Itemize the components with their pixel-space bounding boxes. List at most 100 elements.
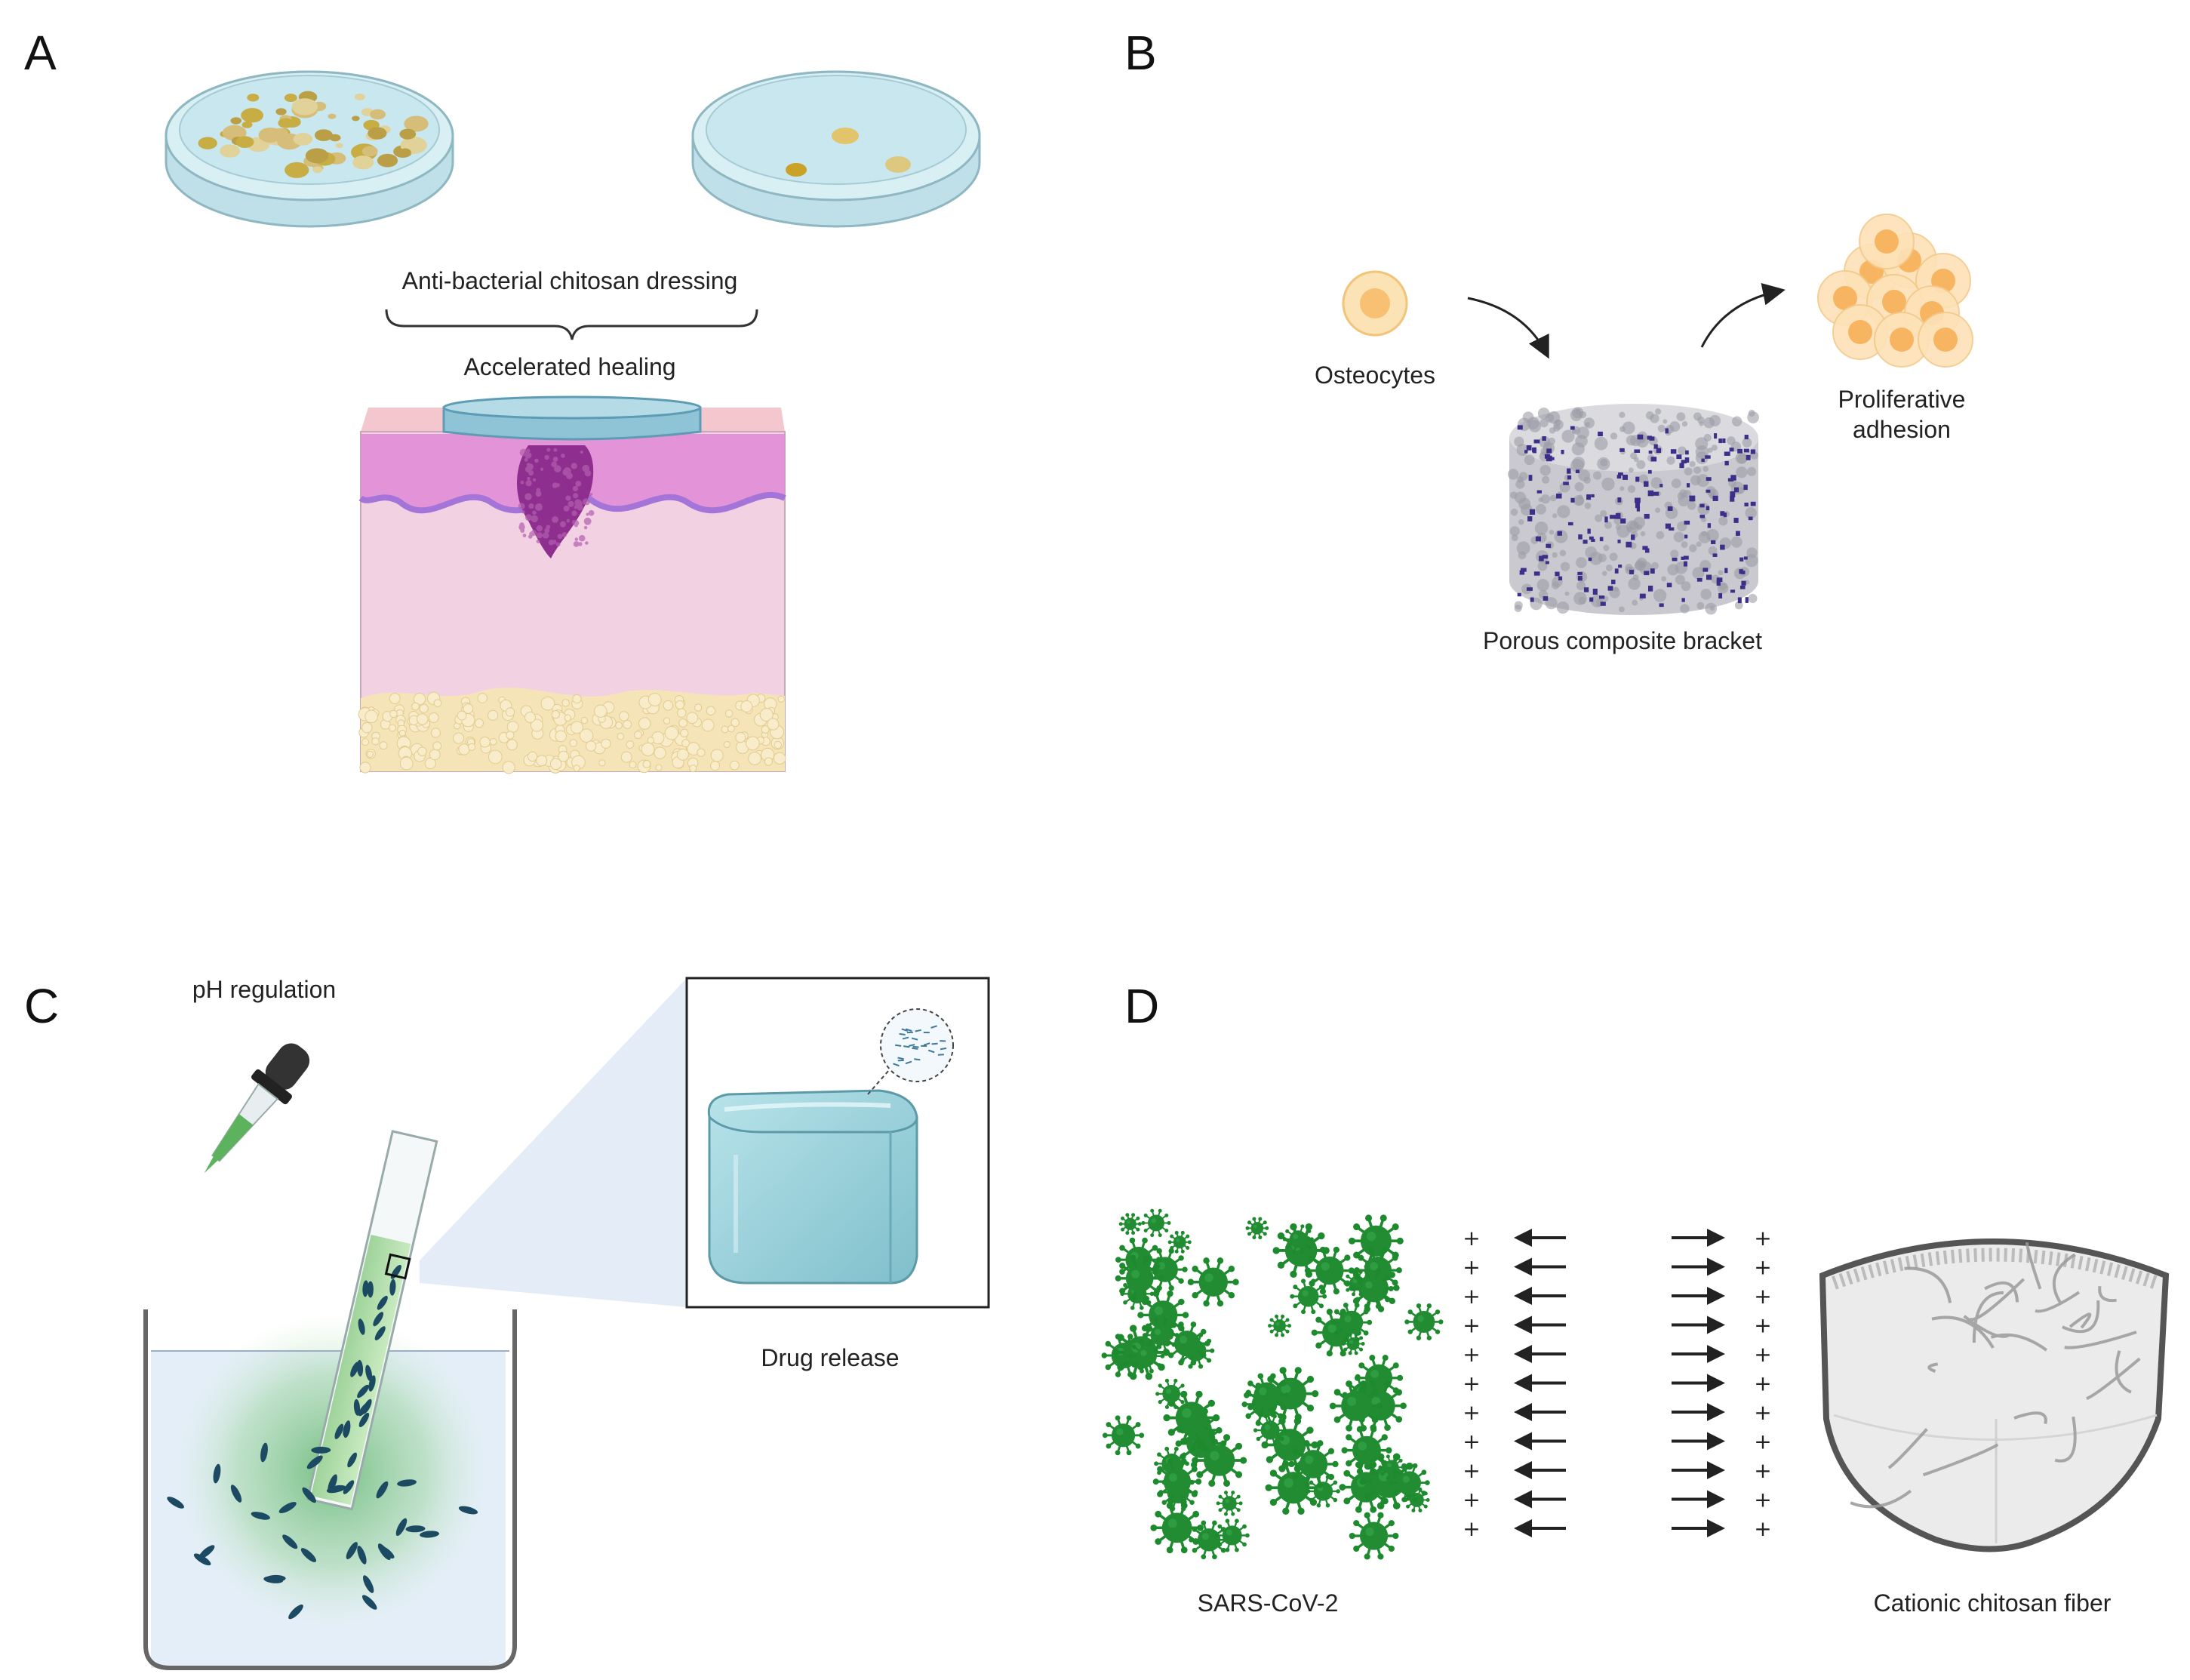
wound-speckle [534,458,539,463]
virus-spike-tip [1197,1524,1204,1531]
pore [1536,579,1549,592]
virus-spike-tip [1252,1217,1256,1221]
pore [1696,602,1705,610]
cell-dot [1517,592,1521,597]
virus-spike-tip [1131,1231,1136,1235]
virus-spike-tip [1192,1510,1200,1518]
cell-dot [1583,540,1588,544]
cell-dot [1599,537,1604,542]
virus-spike-tip [1228,1265,1235,1272]
virus-body [1173,1235,1186,1249]
virus-spike-tip [1143,1254,1149,1261]
fat-cell [506,731,515,740]
cell-dot [1730,475,1736,481]
virus-spike-tip [1326,1309,1333,1315]
cell-dot [1684,457,1690,463]
virus-body [1197,1528,1221,1552]
cell-dot [1729,448,1734,452]
virus-spike-tip [1377,1512,1384,1518]
virus-spike-tip [1333,1416,1341,1423]
fiber-strand [1850,1489,1912,1509]
pore [1727,436,1736,445]
virus-highlight [1402,1475,1410,1483]
plus-sign-left: + [1463,1226,1480,1251]
fat-cell [524,712,536,723]
cell-dot [1722,438,1726,443]
virus-spike-tip [1279,1367,1287,1374]
virus [1288,1440,1339,1488]
virus-spike-tip [1201,1520,1207,1526]
fat-cell [663,700,674,711]
pore [1681,541,1688,549]
cell-dot [1684,520,1690,525]
virus-body [1163,1467,1192,1496]
plus-sign-left: + [1463,1516,1480,1541]
drug-particle [343,1480,355,1494]
cell-dot [1714,433,1718,439]
virus-body [1260,1420,1280,1440]
virus-spike-tip [1180,1438,1188,1445]
fiber-strand [2052,1253,2076,1304]
virus-spike-tip [1317,1440,1324,1447]
virus-spike-tip [1363,1330,1369,1336]
virus-spike-tip [1203,1300,1210,1307]
pore [1559,549,1567,557]
virus-spike-tip [1157,1466,1164,1472]
cell-dot [1743,485,1748,491]
virus [1245,1217,1269,1240]
virus-spike-tip [1280,1419,1284,1424]
virus-spike-tip [1423,1504,1428,1509]
virus [1142,1317,1180,1353]
cell-dot [1701,458,1705,463]
virus-spike-tip [1388,1545,1395,1552]
virus-spike-tip [1119,1288,1126,1294]
cell-dot [1631,534,1635,540]
cell-dot [1636,506,1641,512]
cell-dot [1702,568,1709,572]
cell-dot [1526,587,1533,591]
virus-spike-tip [1163,1348,1168,1353]
fat-cell [620,751,632,763]
fat-cell [361,722,373,734]
wound-speckle [551,461,558,467]
virus-spike-tip [1285,1329,1290,1334]
virus-spike-tip [1292,1448,1300,1454]
virus-spike-tip [1307,1245,1312,1250]
fat-cell [689,765,697,773]
virus-spike-tip [1257,1373,1264,1380]
virus [1354,1247,1402,1294]
cell-dot [1539,555,1544,562]
cell-dot [1659,603,1664,608]
virus-spike-tip [1354,1302,1360,1308]
virus-highlight [1370,1262,1378,1271]
cell-dot [1653,491,1659,496]
fat-cell [774,740,782,749]
drug-particle [263,1576,284,1583]
virus-spike-tip [1180,1458,1187,1465]
pore [1537,561,1548,571]
wound-speckle [552,540,557,545]
pore [1689,544,1697,552]
virus-spike-tip [1223,1491,1228,1495]
virus-spike-tip [1173,1405,1178,1409]
colony [247,94,260,102]
virus [1282,1224,1314,1254]
cell-dot [1617,497,1622,503]
virus-spike-tip [1247,1380,1253,1386]
cell-dot [1598,431,1603,437]
virus-spike-tip [1129,1325,1137,1332]
wound-speckle [553,448,558,452]
micro-drug [893,1063,900,1067]
virus [1163,1390,1220,1445]
virus-spike-tip [1228,1292,1235,1299]
cell-dot [1686,483,1690,488]
colony [312,166,323,174]
virus-spike-tip [1217,1524,1223,1529]
cell-dot [1644,513,1650,519]
pore [1700,589,1712,600]
pore [1742,438,1752,448]
colony [230,117,242,125]
pore [1629,521,1638,531]
fat-cell [598,759,606,767]
micro-drug [895,1044,902,1047]
